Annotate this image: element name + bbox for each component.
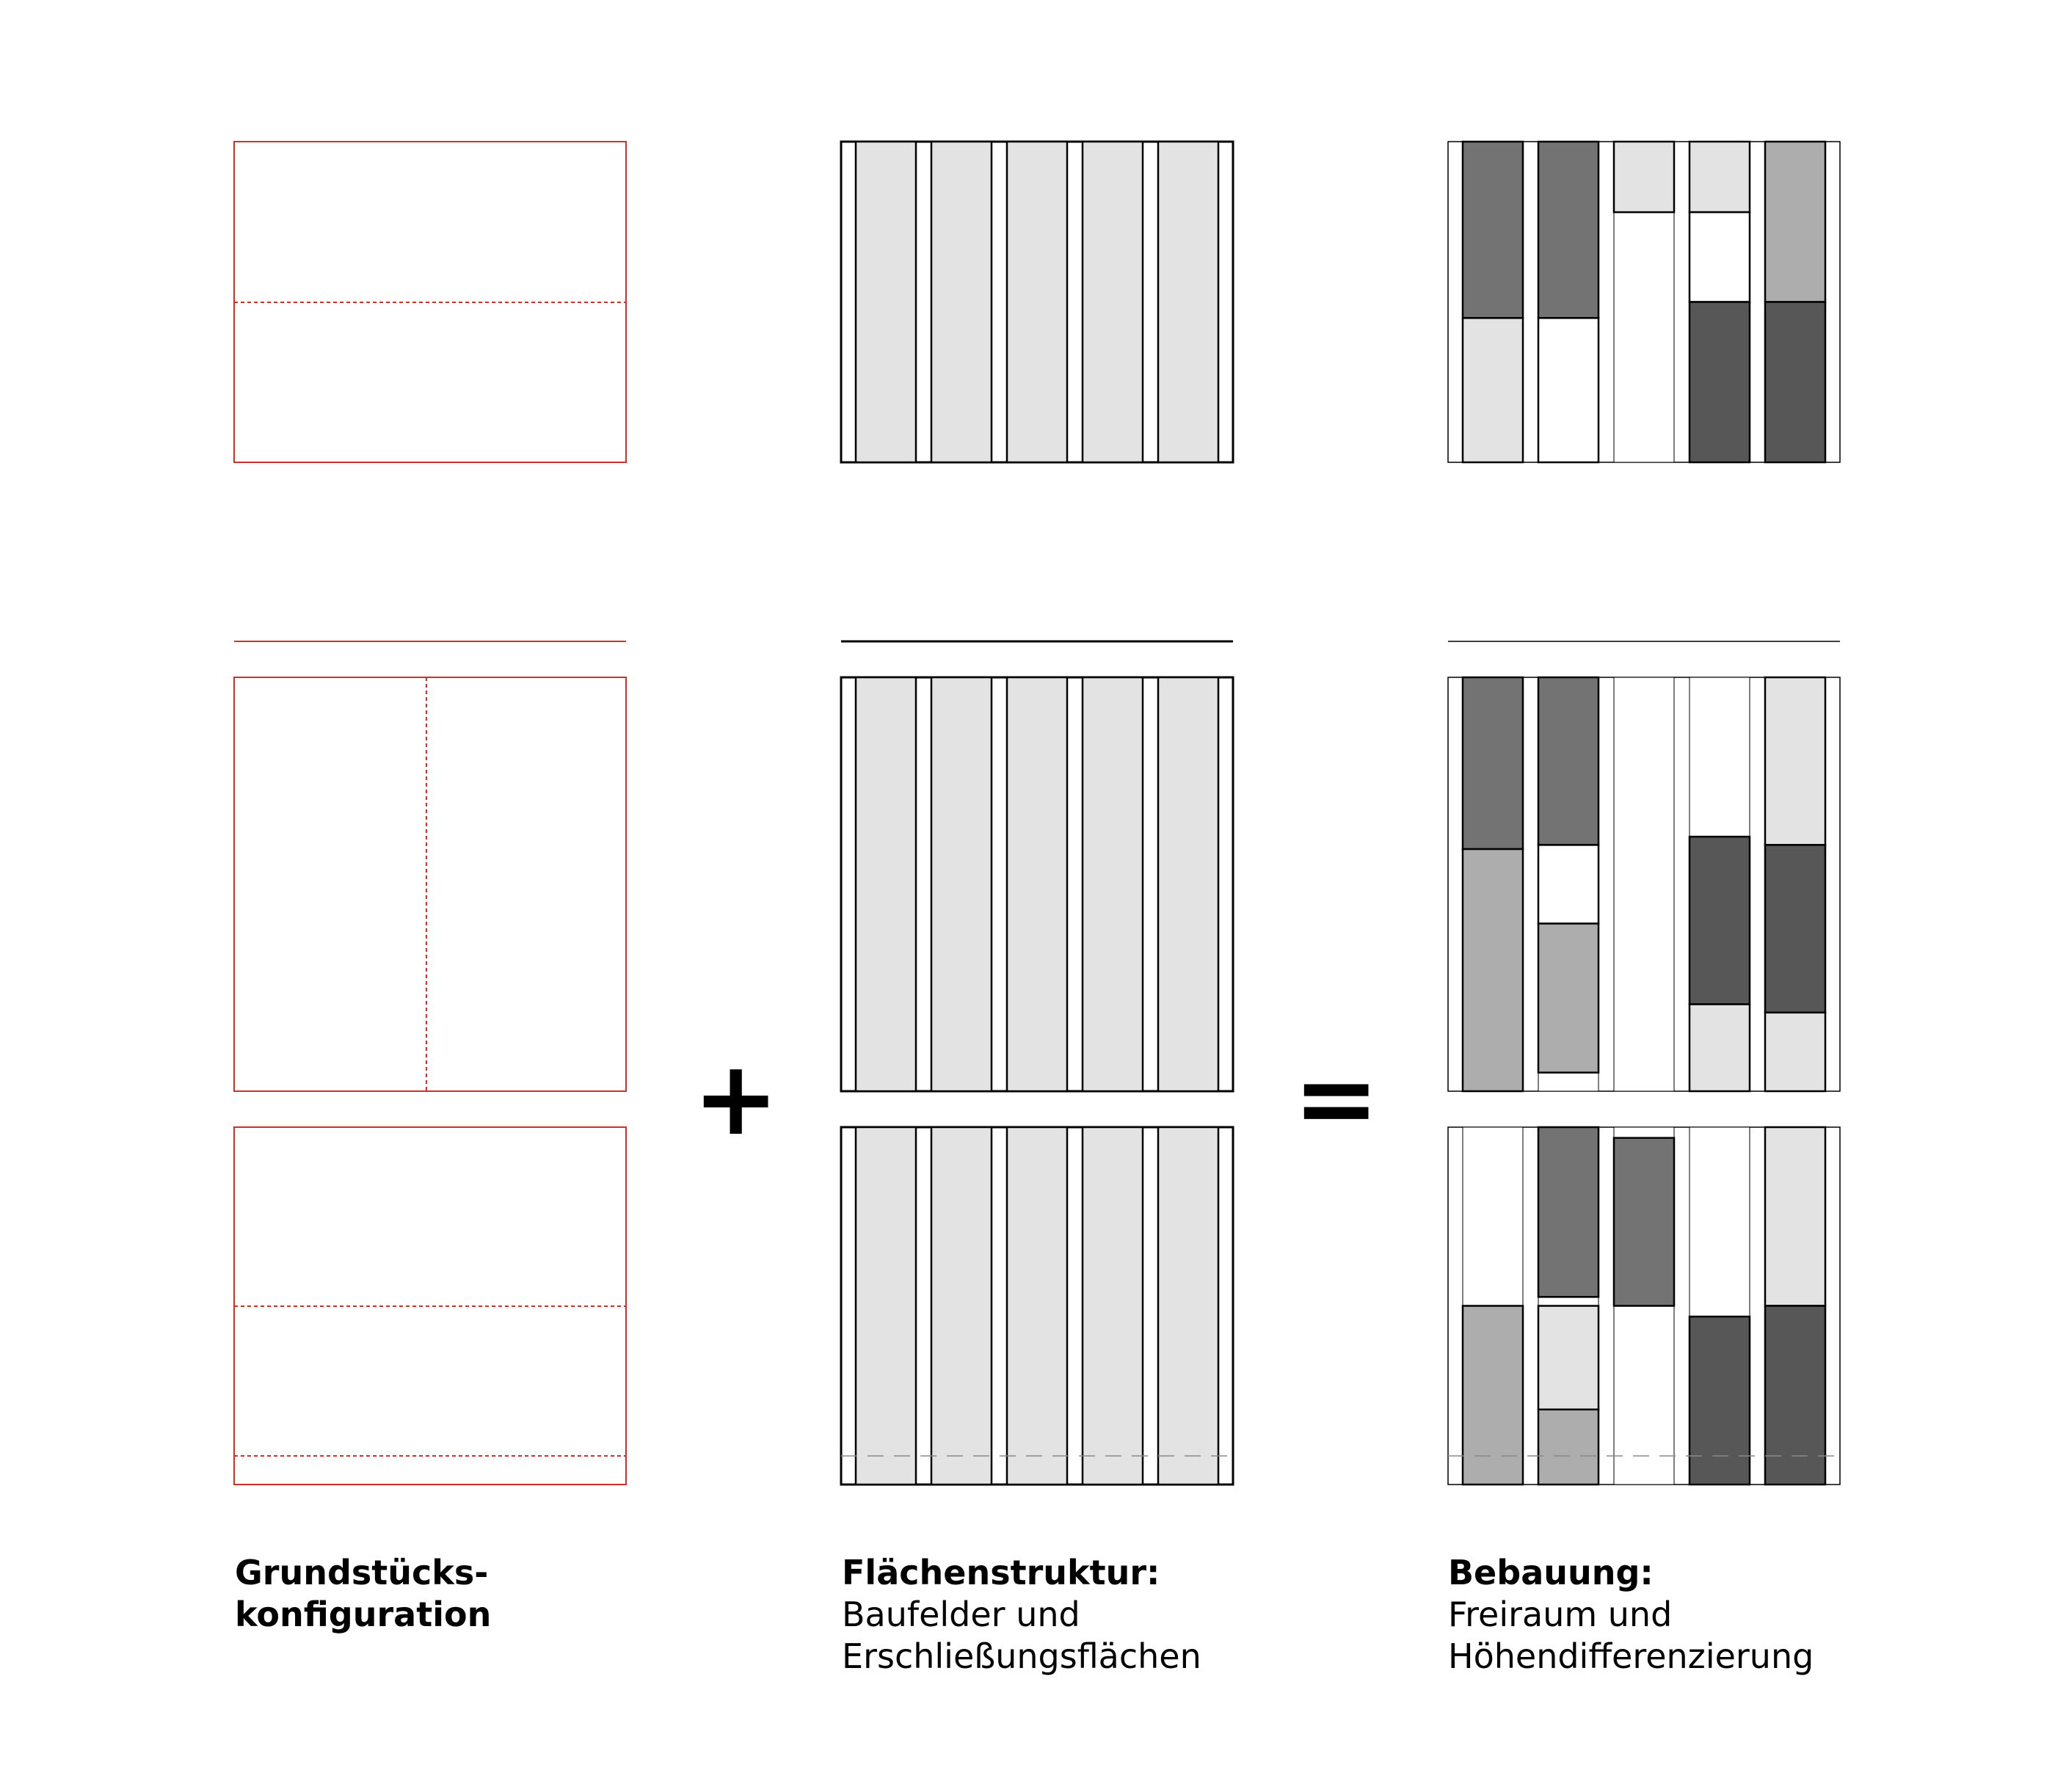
building-volume-2-1 [1537,1126,1600,1298]
building-volume-2-2 [1537,317,1600,464]
building-field-5 [1157,140,1220,464]
building-volume-5-2 [1764,844,1827,1014]
plus-sign: + [693,1039,779,1159]
building-volume-5-2 [1764,1305,1827,1486]
caption-plot-configuration-title: Grundstücks- konfiguration [235,1553,492,1634]
field-block-middle [840,676,1234,1093]
building-volume-4-1 [1688,1315,1751,1486]
building-field-5 [1157,676,1220,1093]
building-volume-2-2 [1537,1305,1600,1410]
caption-field-structure: Flächenstruktur: Baufelder und Erschließ… [842,1552,1201,1678]
building-volume-2-1 [1537,676,1600,846]
building-field-3 [1005,140,1069,464]
building-field-1 [854,140,917,464]
development-block-top [1447,140,1841,464]
building-field-2 [930,676,993,1093]
building-volume-1-2 [1461,848,1524,1093]
building-field-2 [930,140,993,464]
building-volume-4-2 [1688,211,1751,303]
building-field-2 [930,1126,993,1486]
building-field-5 [1157,1126,1220,1486]
field-block-bottom [840,1126,1234,1486]
building-field-4 [1081,676,1144,1093]
building-volume-1-2 [1461,317,1524,464]
building-field-1 [854,676,917,1093]
development-block-middle [1447,676,1841,1093]
building-volume-5-2 [1764,301,1827,464]
building-volume-2-1 [1537,140,1600,319]
building-field-3 [1005,1126,1069,1486]
development-block-bottom [1447,1126,1841,1486]
caption-field-structure-subtitle: Baufelder und Erschließungsflächen [842,1595,1201,1676]
building-volume-1-1 [1461,676,1524,851]
development-column [1447,140,1841,1486]
building-volume-1-1 [1461,1305,1524,1486]
caption-development-title: Bebauung: [1448,1553,1654,1592]
building-field-4 [1081,1126,1144,1486]
building-volume-5-1 [1764,676,1827,846]
field-structure-column [840,140,1234,1486]
equals-sign: = [1293,1039,1380,1159]
plot-middle [233,677,627,1092]
caption-development: Bebauung: Freiraum und Höhendifferenzier… [1448,1552,1814,1678]
caption-field-structure-title: Flächenstruktur: [842,1553,1160,1592]
caption-development-subtitle: Freiraum und Höhendifferenzierung [1448,1595,1814,1676]
building-volume-2-2 [1537,844,1600,925]
building-field-3 [1005,676,1069,1093]
building-field-1 [854,1126,917,1486]
building-volume-1-1 [1461,140,1524,319]
building-volume-2-3 [1537,1408,1600,1486]
building-volume-4-3 [1688,301,1751,464]
development-lane-3 [1613,677,1675,1092]
caption-plot-configuration: Grundstücks- konfiguration [235,1552,491,1636]
building-volume-5-1 [1764,1126,1827,1307]
building-volume-2-3 [1537,922,1600,1074]
building-field-4 [1081,140,1144,464]
building-volume-4-1 [1688,835,1751,1005]
field-block-top [840,140,1234,464]
building-volume-5-3 [1764,1011,1827,1093]
building-volume-3-1 [1612,140,1676,214]
building-volume-4-2 [1688,1003,1751,1093]
building-volume-5-1 [1764,140,1827,303]
building-volume-3-1 [1612,1137,1676,1307]
plot-configuration-column [233,141,627,1485]
building-volume-4-1 [1688,140,1751,214]
